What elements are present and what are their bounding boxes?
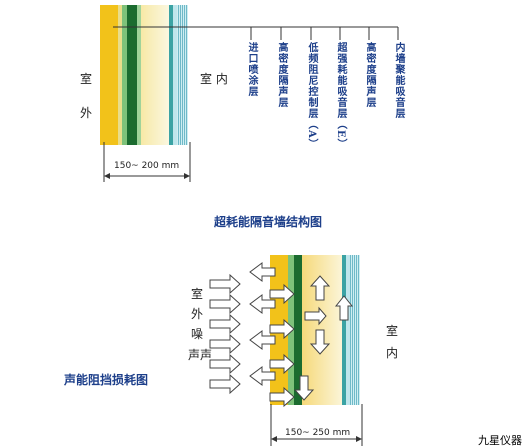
- layer-label-2: 高密度隔声层: [276, 42, 287, 108]
- dimension-label-2: 150~ 250 mm: [285, 428, 351, 438]
- layer-label-4: 超强耗能吸音层（E）: [335, 42, 346, 150]
- caption-sound-energy: 声能阻挡损耗图: [64, 373, 149, 387]
- noise-char-1: 室: [191, 287, 204, 301]
- layer-label-5: 高密度隔声层: [364, 42, 375, 108]
- caption-structure: 超耗能隔音墙结构图: [214, 215, 323, 229]
- outdoor-char-1: 室: [80, 72, 93, 86]
- noise-char-4: 声声: [188, 348, 213, 362]
- indoor-char-1: 室: [386, 324, 399, 338]
- outdoor-char-2: 外: [80, 106, 93, 120]
- dimension-label-1: 150~ 200 mm: [114, 161, 180, 171]
- indoor-label: 室 内: [200, 72, 228, 86]
- noise-char-3: 噪: [191, 327, 204, 341]
- layer-label-6: 内墙聚能吸音层: [393, 42, 404, 119]
- noise-char-2: 外: [191, 307, 204, 321]
- leader-lines: [103, 26, 399, 182]
- indoor-char-2: 内: [386, 346, 399, 360]
- wall-layers-graphic: [100, 5, 188, 145]
- layer-label-3: 低频阻尼控制层（A）: [306, 42, 317, 150]
- layer-label-1: 进口喷涂层: [246, 42, 257, 97]
- watermark: 九星仪器: [478, 434, 522, 447]
